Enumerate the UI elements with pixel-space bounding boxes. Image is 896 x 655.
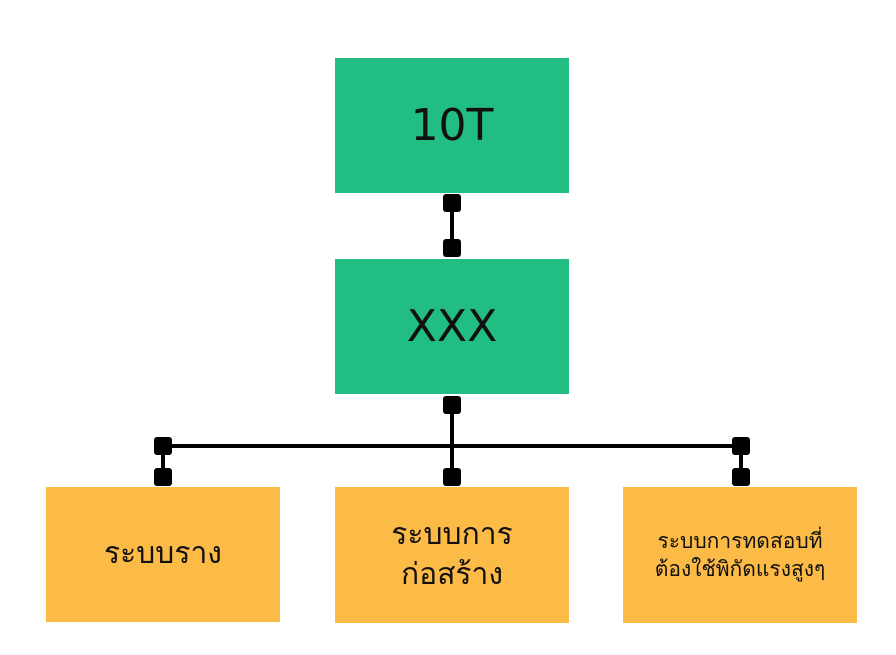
connector-handle xyxy=(154,437,172,455)
node-middle-label: XXX xyxy=(406,301,498,352)
node-root[interactable]: 10T xyxy=(335,58,569,193)
node-child-3[interactable]: ระบบการทดสอบที่ ต้องใช้พิกัดแรงสูงๆ xyxy=(623,487,857,623)
connector-handle xyxy=(154,468,172,486)
connector-handle xyxy=(443,396,461,414)
connector-handle xyxy=(443,194,461,212)
node-child-1-label: ระบบราง xyxy=(104,536,222,572)
connector-handle xyxy=(443,239,461,257)
node-child-2[interactable]: ระบบการ ก่อสร้าง xyxy=(335,487,569,623)
node-middle[interactable]: XXX xyxy=(335,259,569,394)
node-child-1[interactable]: ระบบราง xyxy=(46,487,280,622)
connector-handle xyxy=(732,468,750,486)
connector-handle xyxy=(732,437,750,455)
node-root-label: 10T xyxy=(410,100,494,151)
node-child-2-label: ระบบการ ก่อสร้าง xyxy=(391,516,513,593)
node-child-3-label: ระบบการทดสอบที่ ต้องใช้พิกัดแรงสูงๆ xyxy=(654,528,826,581)
connector-handle xyxy=(443,468,461,486)
